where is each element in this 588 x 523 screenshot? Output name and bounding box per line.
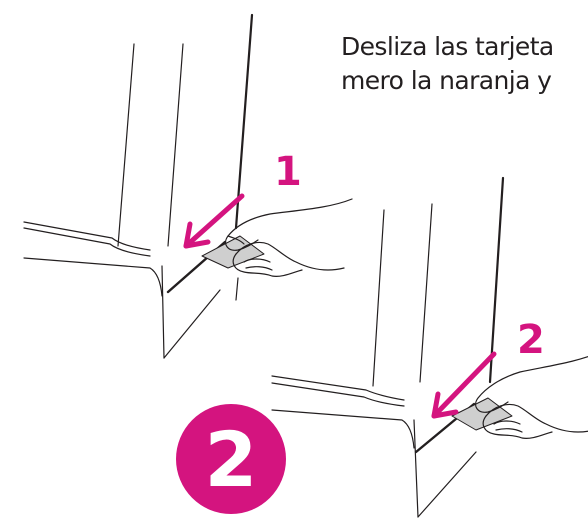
step-number-badge: 2 (176, 404, 286, 514)
device-1 (23, 13, 353, 359)
instruction-line-1: Desliza las tarjeta (341, 32, 554, 61)
device-2 (271, 176, 588, 518)
instruction-line-2: mero la naranja y (341, 66, 552, 95)
arrow-label-1: 1 (274, 149, 302, 195)
slide-arrow-2 (431, 351, 497, 419)
arrow-label-2: 2 (517, 317, 545, 363)
instruction-text: Desliza las tarjeta mero la naranja y (341, 30, 588, 98)
slide-arrow-1 (183, 193, 245, 249)
